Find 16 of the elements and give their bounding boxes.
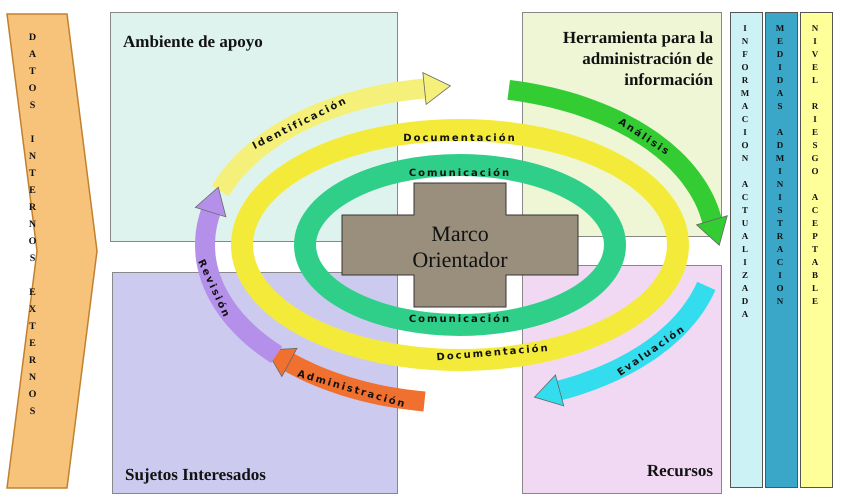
band-label: Comunicación [408, 168, 512, 179]
band-label: Comunicación [408, 314, 512, 325]
band-label: Documentación [403, 133, 517, 144]
column-bar [765, 12, 798, 488]
band-label: Documentación [436, 342, 550, 364]
column-bar [800, 12, 833, 488]
center-label: Marco Orientador [412, 221, 508, 272]
panel-title: Ambiente de apoyo [123, 31, 263, 52]
panel-title: Recursos [646, 460, 713, 481]
vertical-label: DATOS INTERNOS EXTERNOS [27, 32, 38, 423]
vertical-label: INFORMACION ACTUALIZADA [740, 23, 750, 322]
vertical-label: MEDIDAS ADMINISTRACION [775, 23, 785, 309]
panel-title: Herramienta para la administración de información [562, 27, 713, 90]
panel-title: Sujetos Interesados [125, 464, 266, 485]
vertical-label: NIVEL RIESGO ACEPTABLE [810, 23, 820, 309]
column-bar [730, 12, 763, 488]
